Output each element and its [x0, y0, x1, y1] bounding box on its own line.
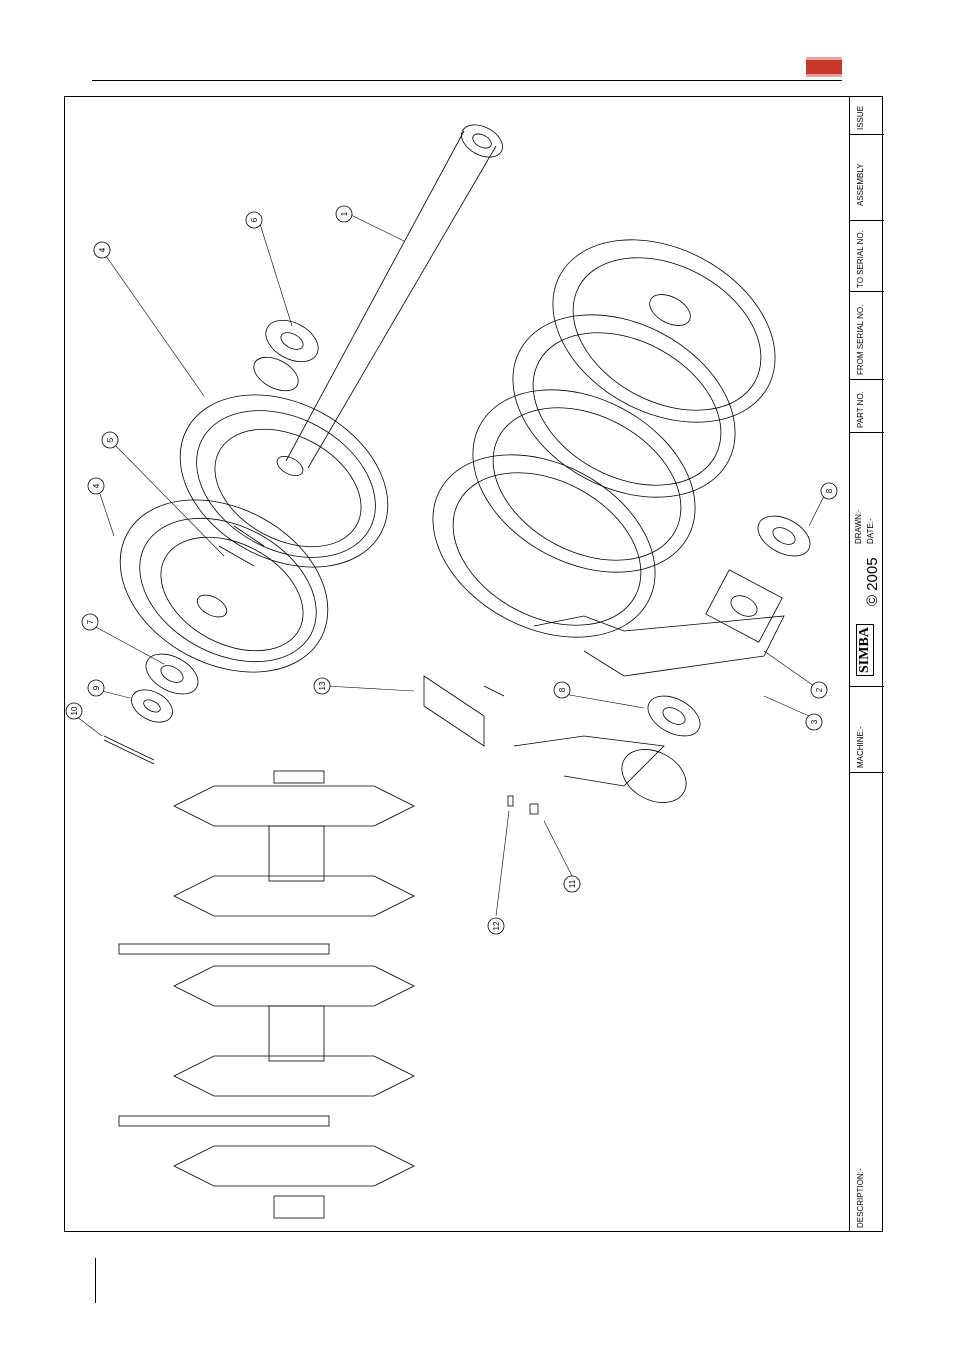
svg-text:7: 7: [86, 619, 95, 624]
tb-divider: [850, 220, 884, 221]
svg-text:3: 3: [810, 719, 819, 724]
callout-7: 7: [82, 614, 98, 630]
callout-4a: 4: [94, 242, 110, 258]
title-block: ISSUE ASSEMBLY TO SERIAL NO. FROM SERIAL…: [849, 96, 883, 1232]
drawn-label: DRAWN:-: [854, 509, 863, 544]
tb-divider: [850, 686, 884, 687]
copyright-text: © 2005: [864, 557, 881, 606]
from-serial-label: FROM SERIAL NO.: [856, 305, 865, 375]
svg-text:1: 1: [340, 211, 349, 216]
callout-13: 13: [314, 678, 330, 694]
simba-brand-logo: [806, 57, 842, 77]
callout-3: 3: [806, 714, 822, 730]
to-serial-label: TO SERIAL NO.: [856, 230, 865, 288]
machine-label: MACHINE:-: [856, 726, 865, 768]
description-label: DESCRIPTION:-: [856, 1168, 865, 1228]
callout-1: 1: [336, 206, 352, 222]
callout-8b: 8: [554, 682, 570, 698]
svg-text:8: 8: [558, 687, 567, 692]
footer-rule: [95, 1258, 96, 1303]
svg-text:8: 8: [825, 488, 834, 493]
tb-divider: [850, 772, 884, 773]
part-no-label: PART NO.: [856, 391, 865, 428]
tb-divider: [850, 432, 884, 433]
tb-divider: [850, 291, 884, 292]
svg-text:11: 11: [568, 879, 577, 888]
svg-text:12: 12: [492, 921, 501, 930]
svg-text:4: 4: [98, 247, 107, 252]
callout-9: 9: [88, 680, 104, 696]
svg-text:5: 5: [106, 437, 115, 442]
svg-text:13: 13: [318, 681, 327, 690]
tb-divider: [850, 379, 884, 380]
svg-text:9: 9: [92, 685, 101, 690]
callout-4b: 4: [88, 478, 104, 494]
simba-title-logo: SIMBA: [856, 624, 874, 676]
callout-5: 5: [102, 432, 118, 448]
callout-6: 6: [246, 212, 262, 228]
svg-text:10: 10: [70, 706, 79, 715]
assembly-label: ASSEMBLY: [856, 163, 865, 206]
svg-text:2: 2: [815, 687, 824, 692]
svg-text:6: 6: [250, 217, 259, 222]
callout-8a: 8: [821, 483, 837, 499]
exploded-assembly-drawing: 1 2 3 4 4 5 6 7 8 8 9 10 11 12 13: [64, 96, 849, 1232]
callout-10: 10: [66, 703, 82, 719]
header-rule: [92, 80, 842, 81]
date-label: DATE:-: [866, 518, 875, 544]
svg-text:4: 4: [92, 483, 101, 488]
callout-2: 2: [811, 682, 827, 698]
callout-12: 12: [488, 918, 504, 934]
tb-divider: [850, 134, 884, 135]
issue-label: ISSUE: [856, 106, 865, 130]
callout-11: 11: [564, 876, 580, 892]
